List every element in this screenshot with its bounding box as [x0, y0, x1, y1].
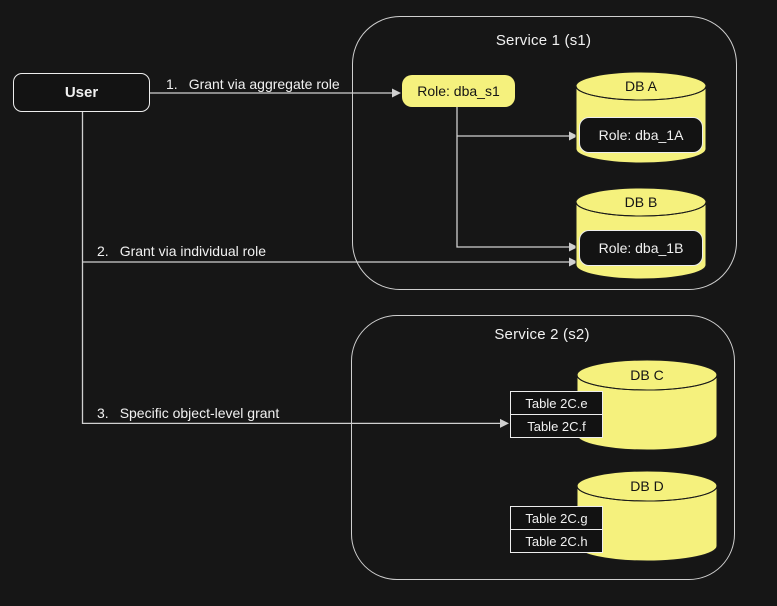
db-b-label: DB B: [624, 194, 658, 210]
service2-container: [351, 315, 735, 580]
user-node-label: User: [64, 84, 99, 101]
db-a-role-node: Role: dba_1A: [579, 117, 703, 153]
db-d-table-g: Table 2C.g: [510, 506, 603, 530]
db-d-label: DB D: [630, 478, 664, 494]
service1-title: Service 1 (s1): [495, 32, 592, 49]
db-c-label: DB C: [630, 367, 664, 383]
grant-2-text: Grant via individual role: [119, 243, 266, 259]
grant-1-number: 1.: [166, 76, 178, 92]
grant-2-number: 2.: [97, 243, 109, 259]
user-node: User: [13, 73, 150, 112]
db-c-table-group: Table 2C.e Table 2C.f: [510, 391, 603, 438]
grant-label-3: 3. Specific object-level grant: [97, 405, 279, 421]
aggregate-role-node: Role: dba_s1: [402, 75, 515, 107]
grant-3-text: Specific object-level grant: [119, 405, 280, 421]
db-b-role-label: Role: dba_1B: [598, 240, 684, 256]
db-a-label: DB A: [625, 78, 657, 94]
db-d-table-group: Table 2C.g Table 2C.h: [510, 506, 603, 553]
db-c-table-f: Table 2C.f: [510, 414, 603, 438]
grant-1-text: Grant via aggregate role: [188, 76, 340, 92]
db-b-role-node: Role: dba_1B: [579, 230, 703, 266]
grant-label-2: 2. Grant via individual role: [97, 243, 266, 259]
grant-3-number: 3.: [97, 405, 109, 421]
grant-label-1: 1. Grant via aggregate role: [166, 76, 340, 92]
aggregate-role-label: Role: dba_s1: [417, 83, 500, 99]
db-a-role-label: Role: dba_1A: [598, 127, 684, 143]
db-d-table-h: Table 2C.h: [510, 529, 603, 553]
db-c-table-e: Table 2C.e: [510, 391, 603, 415]
service2-title: Service 2 (s2): [494, 326, 590, 343]
